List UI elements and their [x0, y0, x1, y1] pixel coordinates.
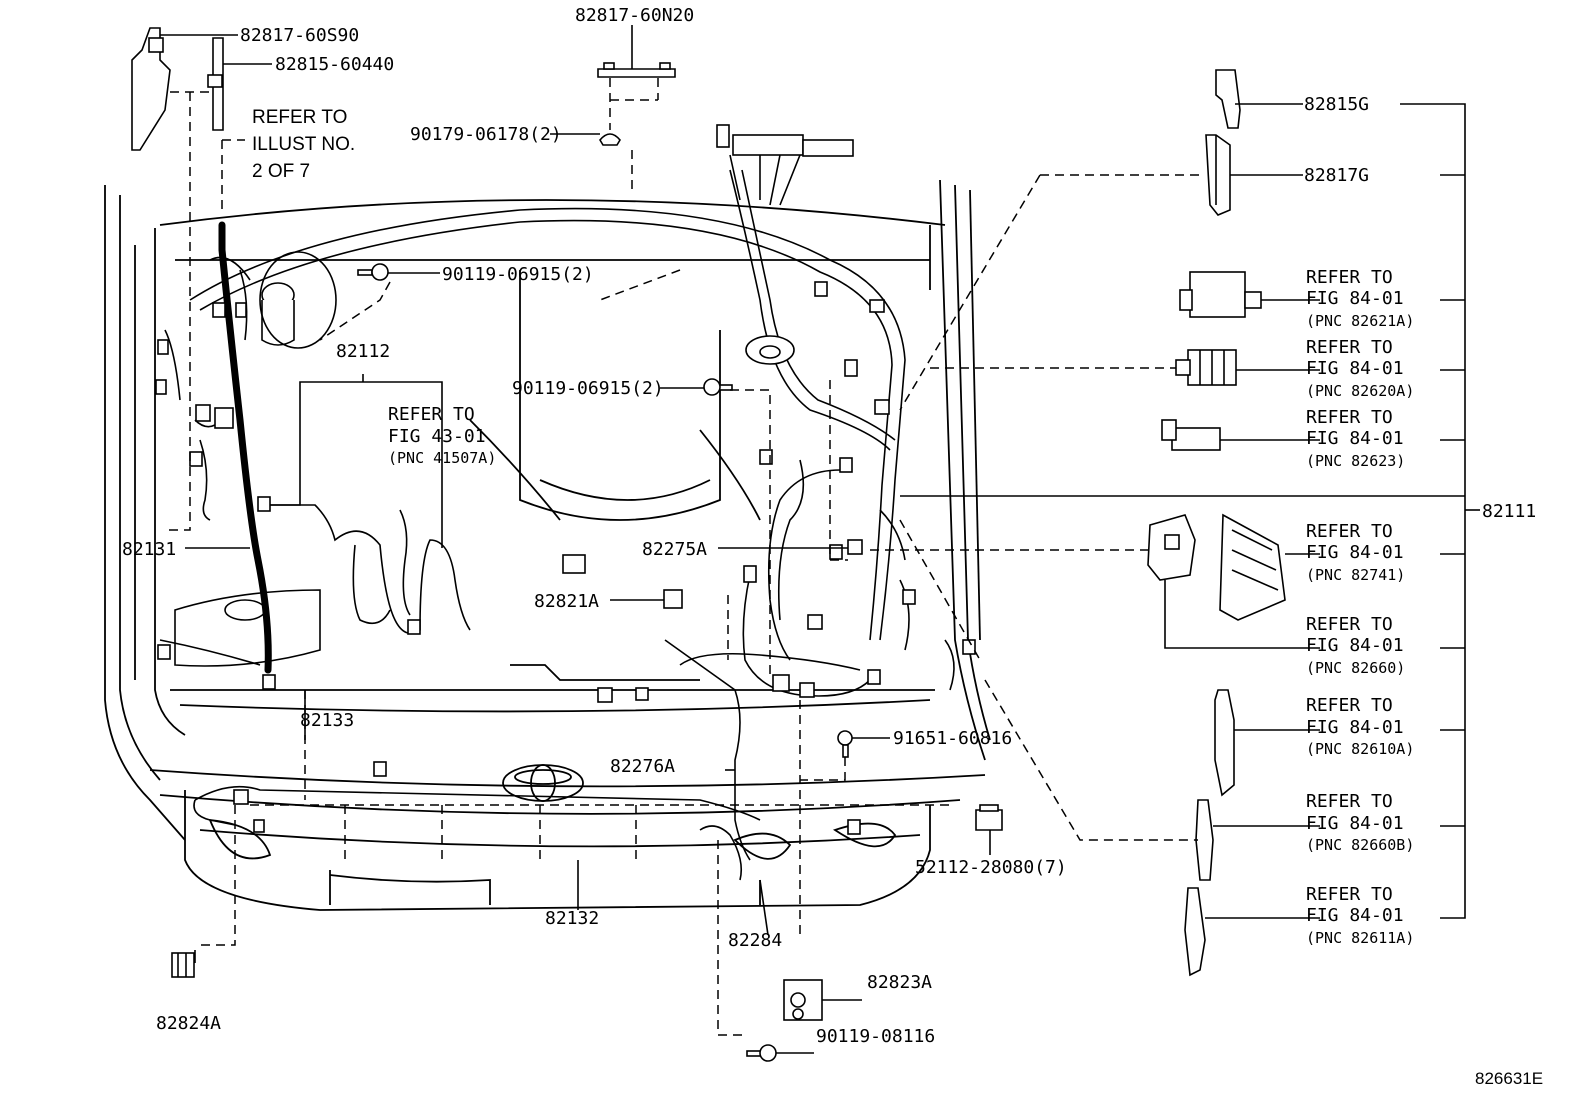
refer-fig43-line3: (PNC 41507A) — [388, 449, 496, 467]
refer-line: FIG 84-01 — [1306, 635, 1404, 656]
refer-line: (PNC 82623) — [1306, 452, 1405, 470]
bracket-82610A-icon — [1214, 689, 1235, 797]
callout-82111: 82111 — [1482, 501, 1536, 522]
toyota-emblem-icon — [502, 764, 584, 802]
illustration-id: 826631E — [1475, 1069, 1543, 1088]
refer-line: FIG 84-01 — [1306, 905, 1404, 926]
refer-line: FIG 84-01 — [1306, 813, 1404, 834]
callout-82823A: 82823A — [867, 972, 932, 993]
leader-lines — [160, 25, 1480, 1054]
bracket-82611A-icon — [1184, 887, 1206, 977]
callout-82133: 82133 — [300, 710, 354, 731]
relay-82621A-icon — [1179, 271, 1262, 318]
refer-line: FIG 84-01 — [1306, 358, 1404, 379]
callout-82815-60440: 82815-60440 — [275, 54, 394, 75]
refer-block-82610A: REFER TO FIG 84-01 (PNC 82610A) — [1306, 695, 1414, 758]
refer-block-82621A: REFER TO FIG 84-01 (PNC 82621A) — [1306, 267, 1414, 330]
callout-52112-28080: 52112-28080(7) — [915, 857, 1067, 878]
callout-90179-06178: 90179-06178(2) — [410, 124, 562, 145]
refer-line: REFER TO — [1306, 791, 1393, 812]
callout-82824A: 82824A — [156, 1013, 221, 1034]
refer-illust-line1: REFER TO — [252, 107, 347, 128]
refer-line: FIG 84-01 — [1306, 542, 1404, 563]
refer-line: REFER TO — [1306, 267, 1393, 288]
clip-90179-06178-icon — [599, 133, 621, 146]
callout-82817G: 82817G — [1304, 165, 1369, 186]
ecu-82741-icon — [1219, 513, 1286, 621]
relay-82623-icon — [1161, 419, 1221, 451]
refer-line: REFER TO — [1306, 521, 1393, 542]
refer-illust-line3: 2 OF 7 — [252, 161, 310, 182]
harness-wires — [159, 169, 955, 881]
refer-fig43-line1: REFER TO — [388, 404, 475, 425]
callout-90119-06915-b: 90119-06915(2) — [512, 378, 664, 399]
relay-block-82660-icon — [1147, 514, 1196, 581]
bracket-82815G-icon — [1215, 69, 1241, 129]
refer-line: (PNC 82741) — [1306, 566, 1405, 584]
refer-block-82611A: REFER TO FIG 84-01 (PNC 82611A) — [1306, 884, 1414, 947]
refer-block-82623: REFER TO FIG 84-01 (PNC 82623) — [1306, 407, 1405, 470]
refer-line: FIG 84-01 — [1306, 428, 1404, 449]
callout-82815G: 82815G — [1304, 94, 1369, 115]
clamp-82817-60N20-icon — [597, 62, 676, 78]
refer-line: (PNC 82660B) — [1306, 836, 1414, 854]
callout-82131: 82131 — [122, 539, 176, 560]
refer-block-82620A: REFER TO FIG 84-01 (PNC 82620A) — [1306, 337, 1414, 400]
refer-line: REFER TO — [1306, 407, 1393, 428]
dashed-reference-lines — [165, 78, 1200, 1036]
callout-82276A: 82276A — [610, 756, 675, 777]
clip-52112-28080-icon — [975, 804, 1003, 831]
callout-90119-06915-a: 90119-06915(2) — [442, 264, 594, 285]
refer-line: (PNC 82610A) — [1306, 740, 1414, 758]
connector-82824A-icon — [171, 952, 195, 978]
bolt-91651-60816-icon — [837, 730, 853, 758]
refer-fig43-line2: FIG 43-01 — [388, 426, 486, 447]
refer-line: (PNC 82621A) — [1306, 312, 1414, 330]
callout-82132: 82132 — [545, 908, 599, 929]
connector-82823A-icon — [783, 979, 823, 1021]
callout-90119-08116: 90119-08116 — [816, 1026, 935, 1047]
callout-82817-60N20: 82817-60N20 — [575, 5, 694, 26]
bolt-90119-08116-icon — [746, 1044, 777, 1062]
refer-line: (PNC 82611A) — [1306, 929, 1414, 947]
callout-82112: 82112 — [336, 341, 390, 362]
refer-block-82660: REFER TO FIG 84-01 (PNC 82660) — [1306, 614, 1405, 677]
refer-illust-line2: ILLUST NO. — [252, 134, 355, 155]
bolt-90119-06915-a-icon — [357, 263, 389, 281]
callout-91651-60816: 91651-60816 — [893, 728, 1012, 749]
refer-line: (PNC 82620A) — [1306, 382, 1414, 400]
refer-line: FIG 84-01 — [1306, 717, 1404, 738]
refer-block-82660B: REFER TO FIG 84-01 (PNC 82660B) — [1306, 791, 1414, 854]
callout-82275A: 82275A — [642, 539, 707, 560]
bolt-90119-06915-b-icon — [703, 378, 733, 396]
bracket-82817G-icon — [1205, 134, 1231, 216]
refer-line: REFER TO — [1306, 695, 1393, 716]
refer-block-82741: REFER TO FIG 84-01 (PNC 82741) — [1306, 521, 1405, 584]
relay-82620A-icon — [1175, 349, 1237, 386]
refer-line: REFER TO — [1306, 614, 1393, 635]
callout-82817-60S90: 82817-60S90 — [240, 25, 359, 46]
refer-line: REFER TO — [1306, 337, 1393, 358]
refer-line: (PNC 82660) — [1306, 659, 1405, 677]
callout-82284: 82284 — [728, 930, 782, 951]
bracket-82815-60440-icon — [207, 37, 224, 131]
connector-blocks — [155, 124, 976, 835]
refer-line: FIG 84-01 — [1306, 288, 1404, 309]
bracket-82817-60S90-icon — [131, 27, 171, 151]
refer-line: REFER TO — [1306, 884, 1393, 905]
callout-82821A: 82821A — [534, 591, 599, 612]
bracket-82660B-icon — [1195, 799, 1214, 881]
